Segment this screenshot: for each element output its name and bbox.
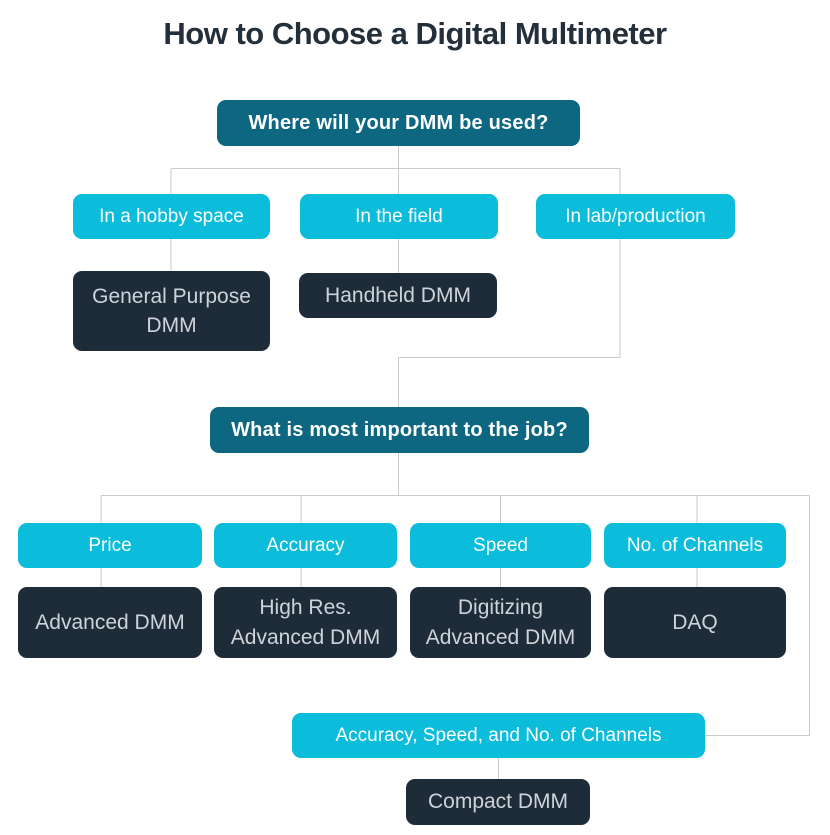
node-option-no-of-channels: No. of Channels xyxy=(604,523,786,568)
node-option-lab-production: In lab/production xyxy=(536,194,735,239)
node-option-hobby-space: In a hobby space xyxy=(73,194,270,239)
node-option-accuracy: Accuracy xyxy=(214,523,397,568)
page-title: How to Choose a Digital Multimeter xyxy=(163,16,667,51)
node-question-most-important: What is most important to the job? xyxy=(210,407,589,453)
node-result-digitizing-advanced-dmm: Digitizing Advanced DMM xyxy=(410,587,591,658)
node-option-accuracy-speed-channels: Accuracy, Speed, and No. of Channels xyxy=(292,713,705,758)
node-option-price: Price xyxy=(18,523,202,568)
node-result-compact-dmm: Compact DMM xyxy=(406,779,590,825)
node-option-speed: Speed xyxy=(410,523,591,568)
node-result-daq: DAQ xyxy=(604,587,786,658)
node-option-in-the-field: In the field xyxy=(300,194,498,239)
node-result-high-res-advanced-dmm: High Res. Advanced DMM xyxy=(214,587,397,658)
node-question-where-used: Where will your DMM be used? xyxy=(217,100,580,146)
node-result-handheld-dmm: Handheld DMM xyxy=(299,273,497,318)
node-result-general-purpose-dmm: General Purpose DMM xyxy=(73,271,270,351)
node-result-advanced-dmm: Advanced DMM xyxy=(18,587,202,658)
